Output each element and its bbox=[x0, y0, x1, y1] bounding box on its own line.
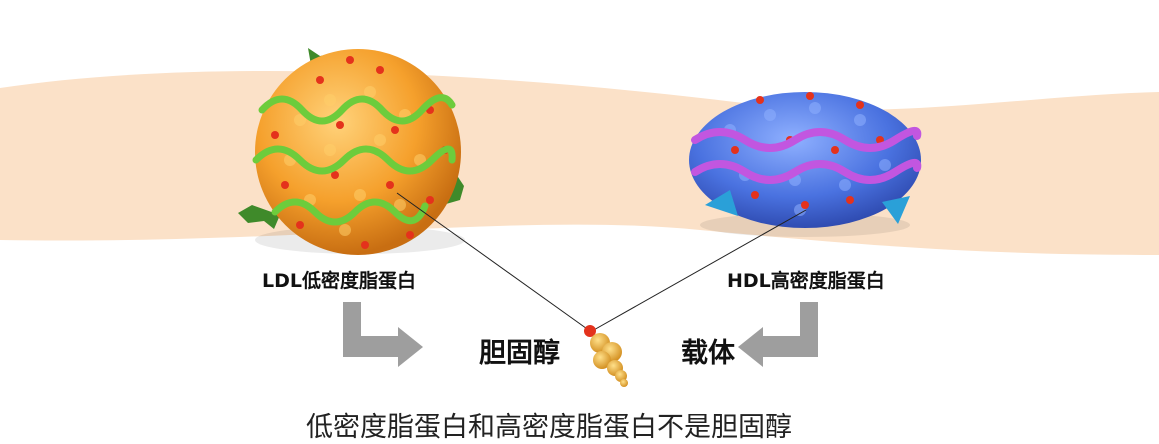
connector-line-hdl bbox=[591, 209, 807, 332]
hdl-label: HDL高密度脂蛋白 bbox=[727, 270, 885, 292]
ldl-particle-icon bbox=[238, 48, 465, 255]
background-band bbox=[0, 70, 1159, 255]
caption: 低密度脂蛋白和高密度脂蛋白不是胆固醇 bbox=[306, 412, 792, 443]
ldl-label: LDL低密度脂蛋白 bbox=[262, 270, 416, 292]
hdl-particle-icon bbox=[689, 92, 922, 237]
diagram-canvas bbox=[0, 48, 1159, 387]
arrow-right-icon bbox=[343, 302, 423, 367]
cholesterol-label: 胆固醇 bbox=[479, 338, 560, 369]
arrow-left-icon bbox=[738, 302, 818, 367]
carrier-label: 载体 bbox=[681, 338, 735, 369]
connector-line-ldl bbox=[396, 192, 591, 332]
cholesterol-molecule-icon bbox=[584, 325, 628, 387]
